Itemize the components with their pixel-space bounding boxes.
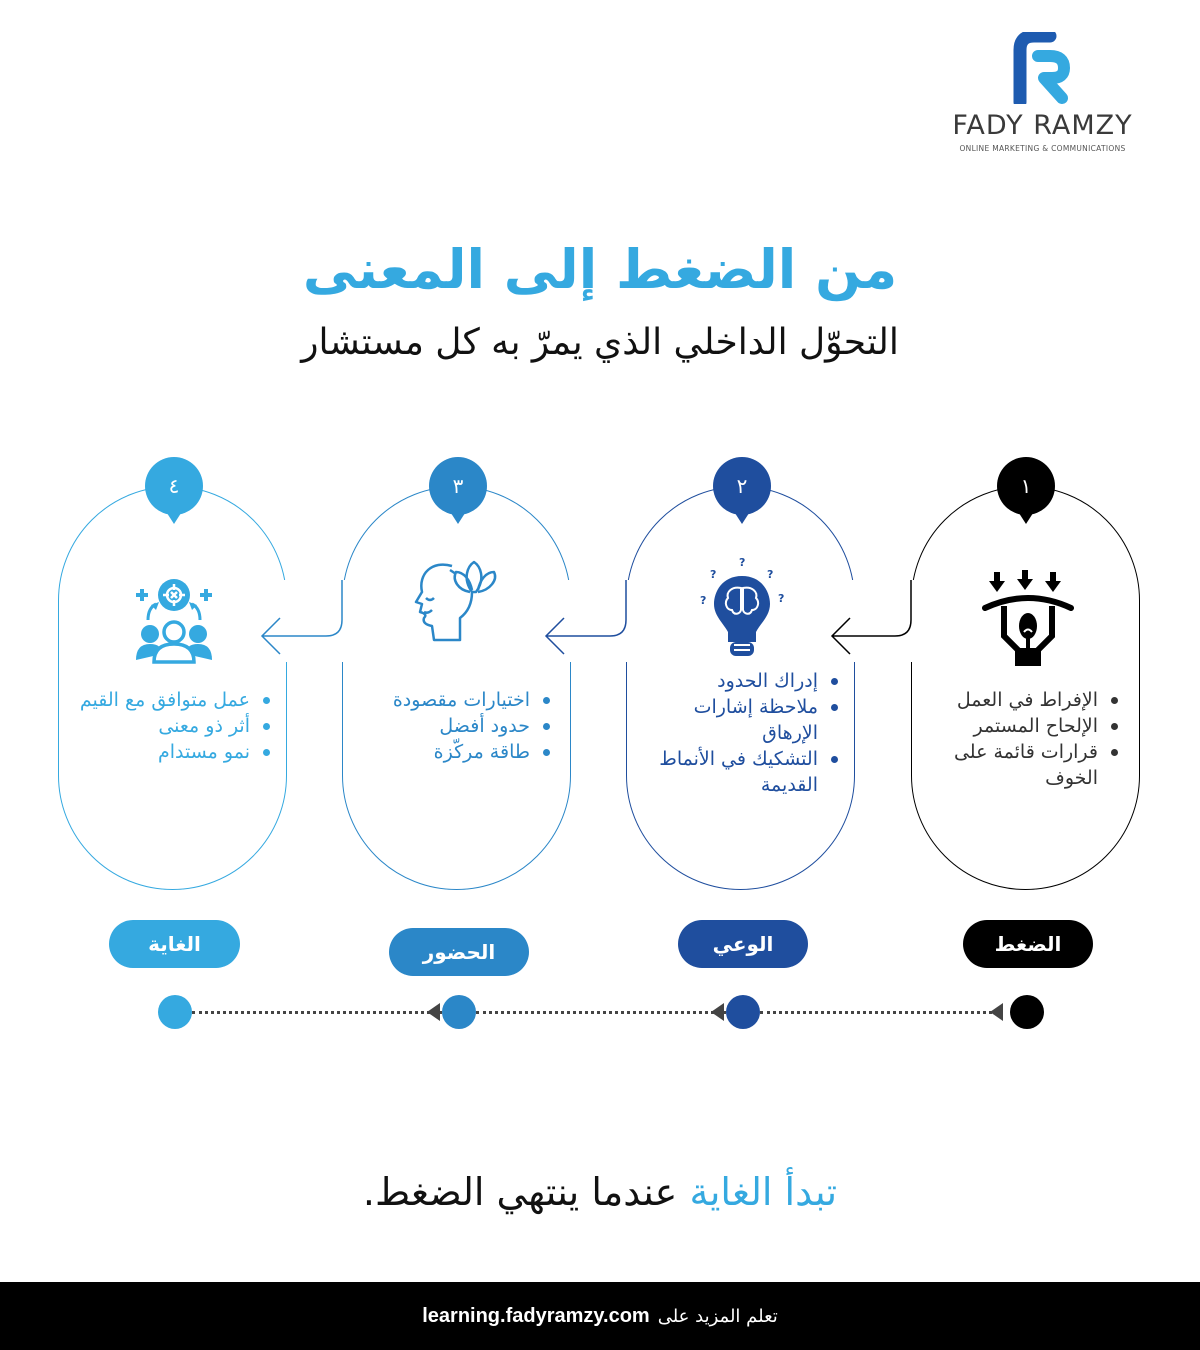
stage-3-number-badge: ٣ [429,457,487,515]
svg-text:?: ? [710,568,716,581]
page-subtitle: التحوّل الداخلي الذي يمرّ به كل مستشار [301,322,899,363]
badge-pointer [449,510,467,524]
footer-prefix: تعلم المزيد على [657,1305,778,1327]
lightbulb-brain-icon: ??? ?? [700,556,784,656]
bullet-item: نمو مستدام [72,739,272,765]
stage-1-bullets: الإفراط في العمل الإلحاح المستمر قرارات … [920,687,1120,791]
stage-2-bullets: إدراك الحدود ملاحظة إشارات الإرهاق التشك… [640,668,840,798]
dotted-line [760,1011,992,1014]
brand-tagline: ONLINE MARKETING & COMMUNICATIONS [959,144,1126,153]
timeline-arrow-icon [990,1003,1003,1021]
svg-text:?: ? [767,568,773,581]
stage-3-label-pill: الحضور [389,928,529,976]
badge-pointer [165,510,183,524]
bullet-item: أثر ذو معنى [72,713,272,739]
footer-bar: تعلم المزيد على learning.fadyramzy.com [0,1282,1200,1350]
stage-3-bullets: اختيارات مقصودة حدود أفضل طاقة مركّزة [352,687,552,765]
mindful-head-lotus-icon [414,560,497,642]
timeline-arrow-icon [711,1003,724,1021]
fr-monogram-icon [1013,32,1070,104]
brand-name: FADY RAMZY [952,110,1133,141]
stage-2-label-pill: الوعي [678,920,808,968]
badge-pointer [1017,510,1035,524]
closing-highlight: تبدأ الغاية [689,1170,838,1214]
bullet-item: طاقة مركّزة [352,739,552,765]
bullet-item: إدراك الحدود [640,668,840,694]
bullet-item: حدود أفضل [352,713,552,739]
svg-text:?: ? [778,592,784,605]
dotted-line [476,1011,726,1014]
team-target-icon [136,579,212,664]
bullet-item: قرارات قائمة على الخوف [920,739,1120,791]
bullet-item: ملاحظة إشارات الإرهاق [640,694,840,746]
brand-logo: FADY RAMZY ONLINE MARKETING & COMMUNICAT… [940,28,1150,158]
timeline-dot-stage-3 [442,995,476,1029]
svg-text:?: ? [700,594,706,607]
stage-1-number-badge: ١ [997,457,1055,515]
stage-4-number-badge: ٤ [145,457,203,515]
timeline-dot-stage-2 [726,995,760,1029]
stage-4-bullets: عمل متوافق مع القيم أثر ذو معنى نمو مستد… [72,687,272,765]
dotted-line [192,1011,442,1014]
footer-link[interactable]: learning.fadyramzy.com [422,1304,650,1327]
stage-2-number-badge: ٢ [713,457,771,515]
bullet-item: عمل متوافق مع القيم [72,687,272,713]
timeline-dot-stage-1 [1010,995,1044,1029]
badge-pointer [733,510,751,524]
closing-statement: تبدأ الغاية عندما ينتهي الضغط. [0,1170,1200,1214]
progress-timeline [0,990,1200,1034]
closing-rest: عندما ينتهي الضغط. [362,1170,678,1214]
pressure-person-icon [982,570,1074,666]
page-title: من الضغط إلى المعنى [302,238,898,301]
timeline-dot-stage-4 [158,995,192,1029]
stage-4-label-pill: الغاية [109,920,240,968]
svg-text:?: ? [739,556,745,569]
bullet-item: الإفراط في العمل [920,687,1120,713]
bullet-item: الإلحاح المستمر [920,713,1120,739]
bullet-item: التشكيك في الأنماط القديمة [640,746,840,798]
timeline-arrow-icon [427,1003,440,1021]
bullet-item: اختيارات مقصودة [352,687,552,713]
stage-connectors [260,580,917,662]
stage-1-label-pill: الضغط [963,920,1093,968]
